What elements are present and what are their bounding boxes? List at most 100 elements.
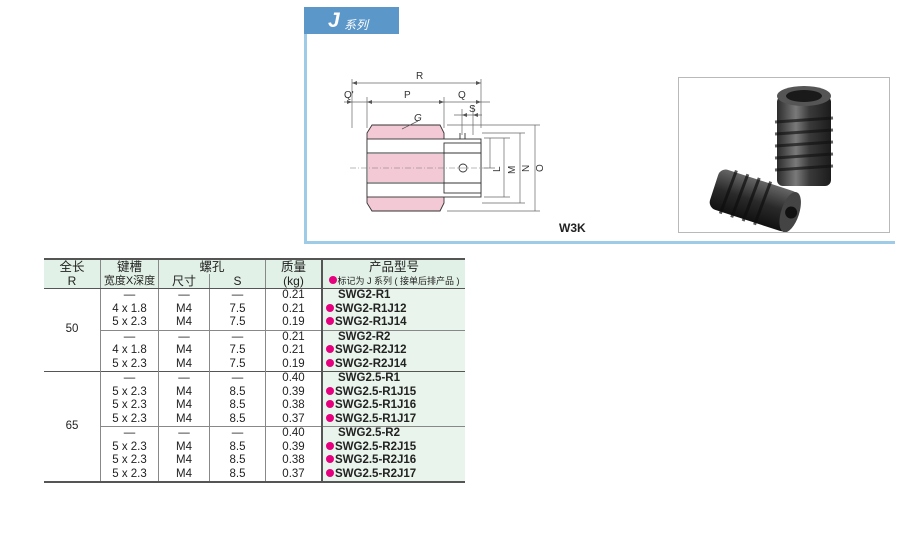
mass-cell: 0.19 [265,357,322,372]
header-mass: 质量 [265,259,322,274]
dim-l: L [492,166,503,172]
size-cell: M4 [158,440,210,454]
dot-icon [326,358,334,367]
dim-o: O [535,164,546,172]
s-cell: 8.5 [209,467,266,482]
technical-drawing: R Q' P Q S G L M N O [344,71,546,212]
keyway-cell: 5 x 2.3 [100,467,159,482]
s-cell: — [209,426,266,441]
keyway-cell: 5 x 2.3 [100,316,159,330]
dot-icon [326,413,334,422]
mass-cell: 0.40 [265,371,322,386]
series-panel [304,34,895,244]
model-number: SWG2.5-R1J16 [335,399,417,411]
s-cell: 8.5 [209,440,266,454]
model-cell: SWG2.5-R2J17 [321,467,465,482]
size-cell: — [158,426,210,441]
s-cell: 7.5 [209,344,266,358]
model-cell: SWG2.5-R1J15 [321,385,465,399]
s-cell: 8.5 [209,412,266,427]
keyway-cell: — [100,288,159,303]
dot-icon [326,455,334,463]
model-number: SWG2.5-R1 [338,372,400,384]
s-cell: — [209,329,266,344]
model-cell: SWG2-R1 [321,288,465,303]
size-cell: M4 [158,302,210,316]
dim-g: G [414,113,422,124]
length-cell: 65 [44,371,101,482]
s-cell: 8.5 [209,385,266,399]
dim-n: N [521,165,532,172]
header-screw-hole: 螺孔 [158,259,266,274]
dot-icon [328,276,337,284]
model-number: SWG2-R2J14 [335,357,407,370]
series-letter: J [328,9,340,32]
header-model: 产品型号 [321,259,465,274]
dot-icon [326,345,334,353]
model-number: SWG2.5-R1J15 [335,385,417,398]
model-number: SWG2-R1J12 [335,302,407,315]
header-keyway-sub: 宽度X深度 [100,274,159,289]
keyway-cell: — [100,371,159,386]
header-model-note: 标记为 J 系列 ( 接单后排产品 ) [321,274,465,289]
model-number: SWG2-R2 [338,330,391,343]
dim-q: Q [458,90,466,101]
mass-cell: 0.40 [265,426,322,441]
model-cell: SWG2-R1J14 [321,316,465,330]
worm-gear-illustration [709,86,834,232]
s-cell: — [209,288,266,303]
model-label: W3K [559,221,586,235]
mass-cell: 0.21 [265,288,322,303]
dim-s: S [469,104,476,115]
keyway-cell: 5 x 2.3 [100,412,159,427]
model-number: SWG2.5-R2J15 [335,440,417,453]
model-number: SWG2-R1J14 [335,316,407,328]
size-cell: M4 [158,357,210,372]
s-cell: 7.5 [209,302,266,316]
mass-cell: 0.21 [265,329,322,344]
model-cell: SWG2.5-R2 [321,426,465,441]
model-cell: SWG2-R2J12 [321,344,465,358]
keyway-cell: 5 x 2.3 [100,385,159,399]
mass-cell: 0.39 [265,440,322,454]
model-cell: SWG2.5-R2J16 [321,454,465,468]
dot-icon [326,468,334,477]
size-cell: — [158,288,210,303]
dot-icon [326,317,334,325]
header-mass-unit: (kg) [265,274,322,289]
series-suffix: 系列 [344,18,369,32]
mass-cell: 0.37 [265,412,322,427]
header-size: 尺寸 [158,274,210,289]
header-length-sym: R [44,274,101,289]
dot-icon [326,303,334,312]
model-number: SWG2-R2J12 [335,344,407,356]
keyway-cell: — [100,329,159,344]
s-cell: 7.5 [209,357,266,372]
size-cell: — [158,329,210,344]
mass-cell: 0.21 [265,344,322,358]
keyway-cell: 5 x 2.3 [100,440,159,454]
model-number: SWG2-R1 [338,289,391,301]
model-cell: SWG2.5-R1J17 [321,412,465,427]
s-cell: — [209,371,266,386]
mass-cell: 0.19 [265,316,322,330]
model-note-text: 标记为 J 系列 ( 接单后排产品 ) [337,276,460,286]
s-cell: 8.5 [209,399,266,413]
keyway-cell: 4 x 1.8 [100,302,159,316]
mass-cell: 0.39 [265,385,322,399]
dim-p: P [404,90,411,101]
size-cell: M4 [158,399,210,413]
model-cell: SWG2-R2J14 [321,357,465,372]
length-cell: 50 [44,288,101,372]
dim-q-prime: Q' [344,90,354,101]
keyway-cell: — [100,426,159,441]
